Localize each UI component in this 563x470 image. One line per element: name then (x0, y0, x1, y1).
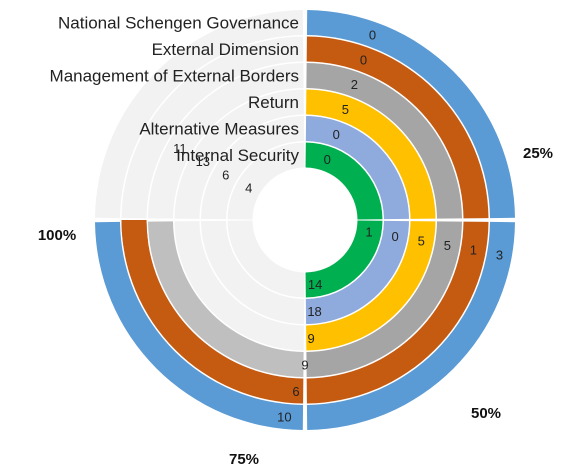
value-label-1-2: 6 (292, 384, 299, 399)
series-name-3: Return (248, 93, 299, 112)
value-label-2-3: 11 (173, 141, 187, 156)
ring-4-seg-2 (201, 220, 305, 324)
ring-2-seg-0 (306, 63, 462, 219)
external-dimension-accent (121, 220, 149, 246)
value-label-4-3: 6 (222, 167, 229, 182)
percent-label-4: 100% (38, 227, 76, 244)
ring-1-seg-3 (121, 36, 304, 219)
ring-1-seg-0 (306, 36, 489, 219)
value-label-0-2: 10 (277, 409, 291, 424)
ring-3-seg-1 (306, 221, 436, 351)
value-label-4-2: 18 (307, 304, 321, 319)
value-label-5-2: 14 (308, 277, 322, 292)
value-label-4-1: 0 (391, 229, 398, 244)
ring-5-seg-0 (305, 142, 383, 220)
ring-5-seg-1 (305, 220, 383, 298)
series-name-5: Internal Security (176, 146, 299, 165)
ring-0-seg-0 (306, 10, 515, 219)
value-label-5-0: 0 (324, 152, 331, 167)
percent-label-3: 75% (229, 451, 259, 468)
value-label-4-0: 0 (333, 127, 340, 142)
ring-3-seg-3 (174, 89, 304, 219)
value-label-1-1: 1 (470, 243, 477, 258)
ring-2-seg-2 (148, 221, 304, 377)
ring-5-seg-2 (227, 220, 305, 298)
ring-0-seg-1 (306, 221, 515, 430)
ring-2-seg-1 (306, 221, 462, 377)
value-label-1-0: 0 (360, 52, 367, 67)
percent-label-1: 25% (523, 145, 553, 162)
ring-0-seg-2 (95, 221, 304, 430)
percent-labels: 25% 50% 75% 100% (38, 145, 553, 468)
value-label-3-1: 5 (418, 233, 425, 248)
ring-4-seg-0 (305, 116, 409, 220)
series-name-1: External Dimension (152, 40, 299, 59)
ring-5-seg-3 (227, 142, 305, 220)
value-label-0-1: 3 (496, 247, 503, 262)
value-label-5-1: 1 (365, 224, 372, 239)
value-label-3-3: 13 (196, 154, 210, 169)
ring-0-seg-3 (95, 10, 304, 219)
value-label-0-0: 0 (369, 27, 376, 42)
ring-1-seg-1 (306, 221, 489, 404)
value-label-2-1: 5 (444, 238, 451, 253)
series-name-2: Management of External Borders (50, 67, 299, 86)
percent-label-2: 50% (471, 405, 501, 422)
value-label-3-2: 9 (308, 331, 315, 346)
value-label-3-0: 5 (342, 102, 349, 117)
ring-3-seg-0 (306, 89, 436, 219)
ring-3-seg-2 (174, 221, 304, 351)
ring-4-seg-3 (201, 116, 305, 220)
value-label-2-2: 9 (301, 358, 308, 373)
value-label-5-3: 4 (245, 181, 252, 196)
series-name-4: Alternative Measures (139, 120, 299, 139)
series-name-0: National Schengen Governance (58, 14, 299, 33)
ring-2-seg-3 (148, 63, 304, 219)
ring-4-seg-1 (305, 220, 409, 324)
value-label-2-0: 2 (351, 77, 358, 92)
